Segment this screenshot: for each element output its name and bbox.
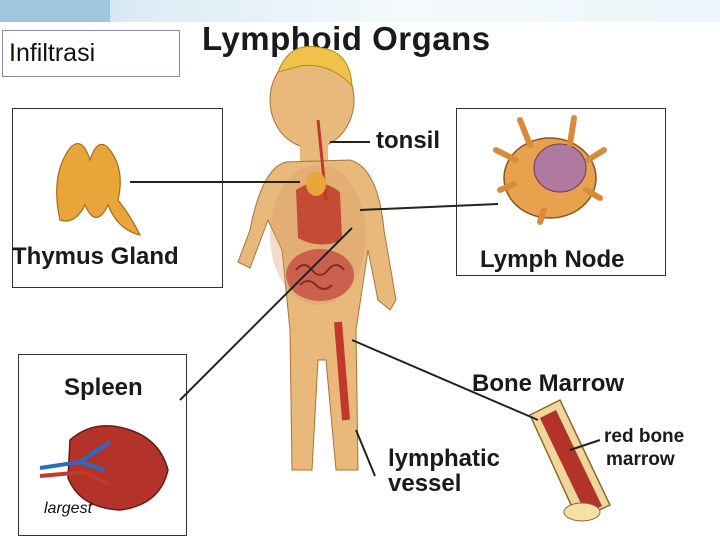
header-accent [0, 0, 110, 22]
thymus-illustration [56, 142, 142, 236]
lymph-node-label: Lymph Node [480, 246, 625, 273]
spleen-note: largest [44, 500, 93, 517]
leader-lines [130, 141, 601, 477]
red-bone-marrow-label-line1: red bone [604, 426, 685, 447]
lymphatic-vessel-label-line2: vessel [388, 470, 462, 497]
spleen-label: Spleen [64, 374, 143, 401]
red-bone-marrow-label-line2: marrow [606, 449, 675, 470]
spleen-illustration [39, 425, 169, 511]
bone-marrow-illustration [529, 398, 612, 522]
header-band [0, 0, 720, 22]
diagram-title: Lymphoid Organs [202, 20, 491, 57]
tonsil-label: tonsil [376, 127, 440, 154]
slide-heading-box: Infiltrasi [2, 30, 180, 77]
child-figure [237, 46, 397, 471]
slide-heading: Infiltrasi [9, 39, 96, 67]
bone-marrow-label: Bone Marrow [472, 370, 625, 397]
lymphatic-vessel-label-line1: lymphatic [388, 445, 501, 472]
lymph-node-illustration [493, 115, 607, 225]
thymus-label: Thymus Gland [12, 243, 179, 270]
